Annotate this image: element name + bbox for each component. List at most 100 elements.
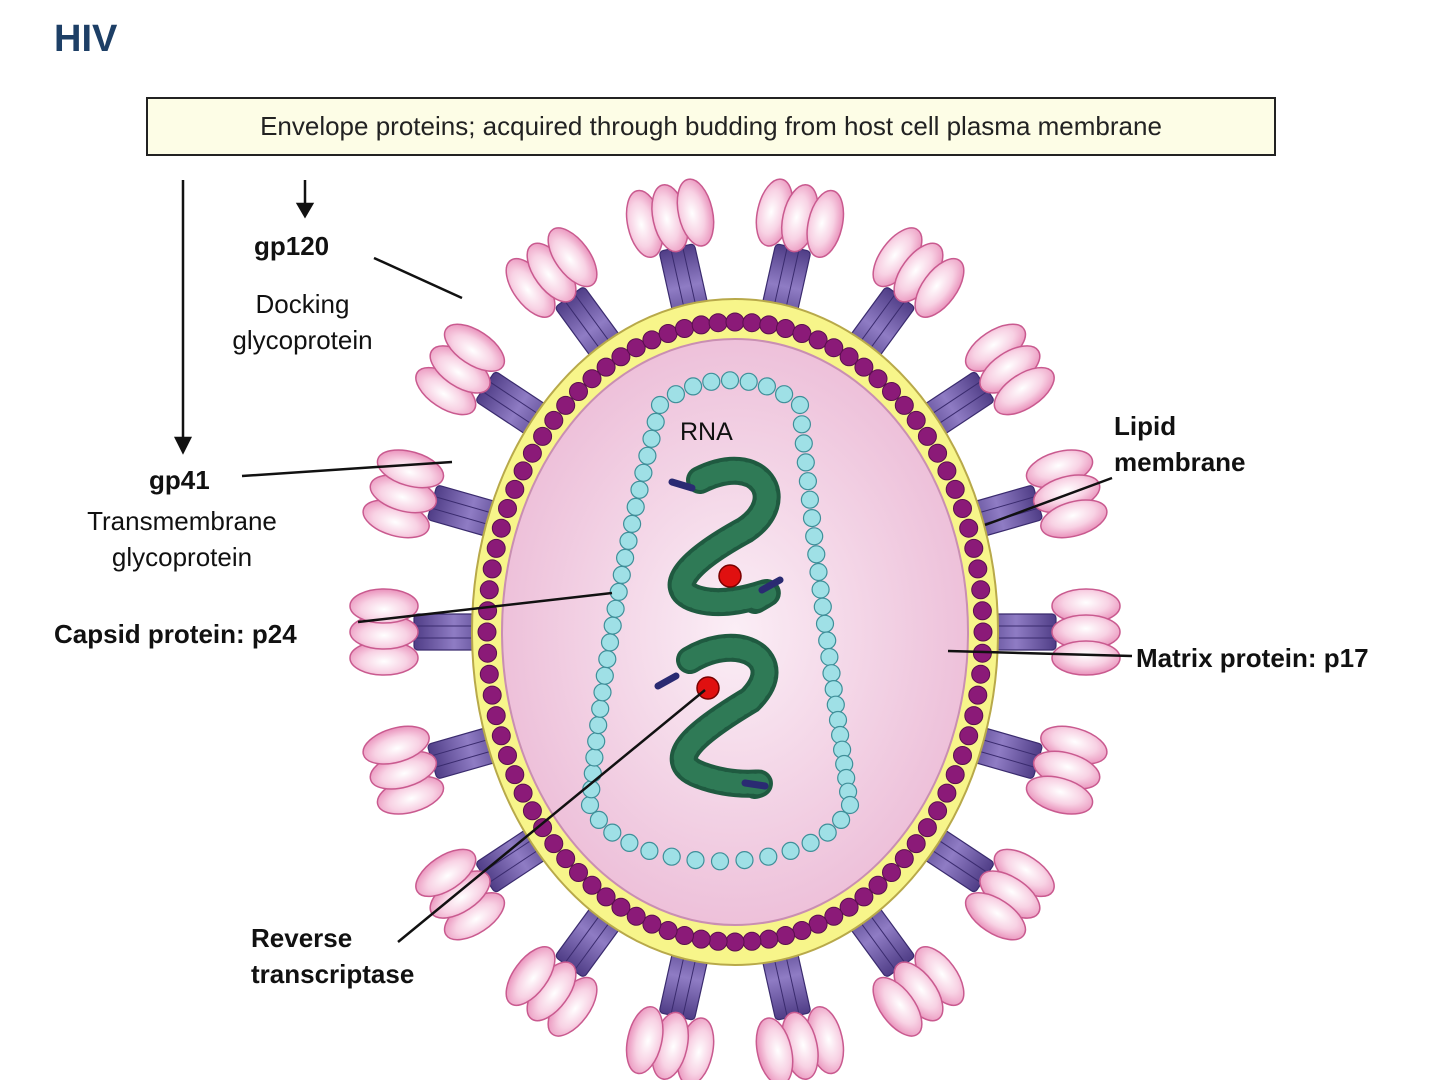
capsid-bead [630, 480, 649, 499]
matrix-bead [725, 312, 745, 332]
capsid-bead [646, 412, 665, 431]
capsid-bead [824, 679, 843, 699]
matrix-bead [928, 801, 948, 821]
matrix-bead [959, 518, 979, 538]
matrix-bead [691, 315, 711, 335]
matrix-bead [928, 443, 948, 463]
gp120-knob [362, 725, 430, 765]
gp120-knob [625, 1005, 664, 1075]
matrix-bead [725, 932, 745, 952]
gp120-knob [1025, 775, 1094, 815]
capsid-bead [826, 695, 845, 714]
matrix-label: Matrix protein: p17 [1136, 643, 1369, 673]
capsid-bead [619, 531, 638, 551]
gp120-knob [505, 946, 556, 1007]
matrix-bead [479, 580, 499, 600]
rna-label: RNA [680, 418, 733, 446]
capsid-bead [606, 599, 625, 618]
matrix-bead [611, 897, 631, 917]
matrix-bead [839, 897, 859, 917]
matrix-bead [906, 834, 926, 854]
capsid-bead [589, 715, 608, 735]
matrix-bead [953, 746, 972, 765]
matrix-bead [658, 921, 678, 940]
matrix-bead [642, 914, 662, 934]
capsid-bead [757, 377, 777, 396]
capsid-bead [828, 710, 848, 730]
capsid-bead [831, 810, 851, 830]
matrix-bead [824, 906, 844, 926]
reverse-transcriptase-dot [718, 564, 742, 588]
capsid-bead [720, 371, 740, 390]
capsid-bead [585, 748, 604, 767]
matrix-bead [964, 706, 984, 726]
matrix-bead [868, 875, 888, 895]
capsid-bead [683, 377, 703, 396]
capsid-bead [820, 647, 839, 667]
capsid-bead [650, 395, 670, 415]
capsid-bead [809, 562, 828, 582]
gp120-knob [547, 227, 598, 288]
matrix-bead [505, 479, 525, 499]
matrix-bead [882, 382, 901, 401]
capsid-bead [759, 847, 778, 866]
capsid-bead [589, 810, 609, 830]
capsid-bead [609, 582, 628, 602]
matrix-bead [973, 622, 993, 642]
capsid-bead [634, 463, 653, 482]
capsid-bead [802, 508, 822, 528]
matrix-leader [947, 649, 1133, 658]
envelope-proteins-text: Envelope proteins; acquired through budd… [260, 111, 1162, 141]
capsid-bead [662, 847, 681, 866]
matrix-bead [569, 863, 588, 882]
matrix-bead [596, 887, 616, 907]
lipid-membrane-label: Lipid membrane [1114, 411, 1246, 477]
matrix-bead [917, 818, 937, 838]
matrix-bead [486, 538, 506, 558]
gp120-label: gp120 [254, 231, 330, 261]
rna-end-cap [654, 672, 680, 690]
matrix-bead [544, 410, 564, 430]
matrix-bead [776, 926, 795, 945]
matrix-bead [479, 664, 499, 684]
envelope-proteins-box: Envelope proteins; acquired through budd… [146, 97, 1276, 156]
capsid-bead [603, 823, 622, 842]
capsid-bead [840, 795, 860, 815]
matrix-bead [971, 580, 991, 600]
capsid-bead [790, 395, 810, 415]
matrix-bead [953, 499, 972, 518]
matrix-bead [544, 834, 564, 854]
matrix-bead [491, 726, 511, 746]
matrix-bead [906, 410, 926, 430]
gp120-knob [872, 976, 923, 1037]
gp41-description: Transmembrane glycoprotein [87, 506, 277, 572]
gp120-knob [376, 449, 445, 489]
rna-genome [654, 456, 784, 799]
gp120-knob [806, 189, 845, 259]
matrix-bead [596, 357, 616, 377]
virion-interior [501, 338, 969, 926]
matrix-bead [808, 914, 828, 934]
matrix-bead [792, 324, 812, 343]
gp120-leader [373, 256, 463, 300]
matrix-bead [937, 461, 957, 481]
gp120-knob [1040, 499, 1108, 539]
rna-end-cap [741, 779, 769, 790]
capsid-bead [807, 545, 826, 564]
gp41-leader [241, 460, 453, 478]
matrix-bead [513, 783, 533, 803]
matrix-bead [968, 559, 988, 579]
capsid-bead [620, 833, 639, 853]
capsid-bead [792, 415, 812, 434]
gp120-knob [993, 366, 1055, 416]
envelope-spike [975, 588, 1121, 676]
matrix-bead [626, 338, 646, 358]
matrix-bead [675, 926, 694, 945]
matrix-bead [868, 369, 888, 389]
matrix-bead [882, 863, 901, 882]
matrix-bead [482, 685, 502, 705]
matrix-bead [972, 601, 992, 621]
matrix-bead [582, 369, 602, 389]
capsid-bead [800, 490, 820, 509]
matrix-bead [491, 518, 511, 538]
